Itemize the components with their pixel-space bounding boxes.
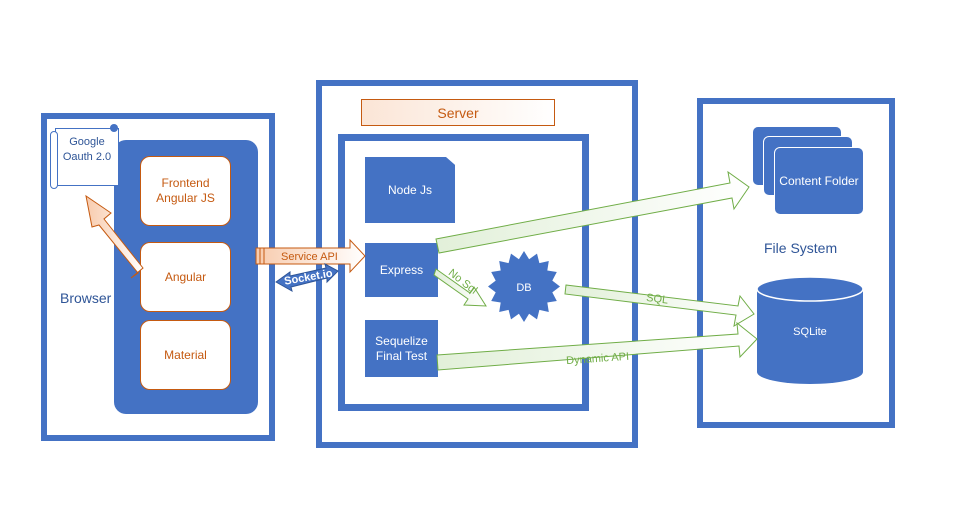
db-label: DB [516, 282, 531, 294]
sequelize-to-sqlite-arrow [436, 321, 758, 371]
express-box: Express [365, 243, 438, 297]
angular-card: Angular [140, 242, 231, 312]
dynamic-api-label: Dynamic API [566, 351, 630, 367]
oauth-arrow [85, 194, 144, 279]
frontend-angular-card: Frontend Angular JS [140, 156, 231, 226]
google-oauth-scroll [55, 128, 119, 186]
socket-io-label: Socket.io [283, 267, 334, 287]
content-folder-box: Content Folder [774, 147, 864, 215]
service-api-arrow [255, 238, 366, 274]
sequelize-box: Sequelize Final Test [365, 320, 438, 377]
sqlite-cylinder [756, 276, 864, 384]
material-card: Material [140, 320, 231, 390]
service-api-label: Service API [281, 251, 338, 263]
express-to-db-arrow [433, 268, 487, 307]
browser-label: Browser [60, 290, 112, 306]
google-oauth-label: Google Oauth 2.0 [62, 136, 112, 163]
nodejs-box: Node Js [365, 157, 455, 223]
scroll-curl-icon [110, 124, 118, 132]
sqlite-label: SQLite [793, 326, 827, 338]
server-title: Server [437, 104, 479, 121]
db-to-sqlite-arrow [564, 284, 755, 327]
scroll-roll-icon [50, 131, 58, 189]
socket-io-arrow [275, 263, 339, 293]
db-starburst [488, 251, 560, 322]
server-title-box: Server [361, 99, 555, 126]
file-system-label: File System [764, 240, 838, 256]
express-to-content-folder-arrow [435, 170, 750, 254]
sql-label: SQL [645, 292, 668, 307]
